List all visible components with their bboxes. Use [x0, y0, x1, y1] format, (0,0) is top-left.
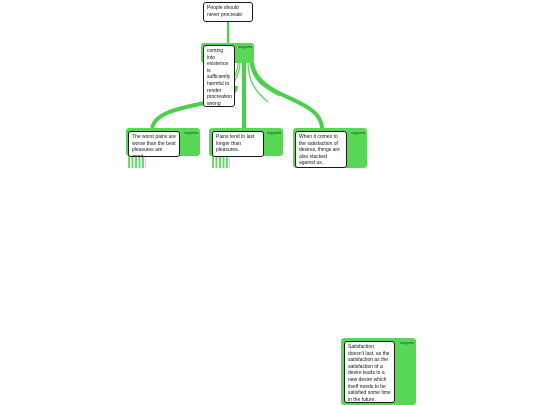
reason-fan-strand-3 — [247, 61, 269, 103]
root-claim-node[interactable]: People should never procreate — [203, 2, 253, 22]
premise-1-text: The worst pains are worse than the best … — [132, 134, 176, 157]
premise-3-text: When it comes to the satisfaction of des… — [299, 134, 340, 167]
orphan-support-tag: supports — [400, 341, 414, 345]
reason-fan-strand-4 — [249, 61, 281, 97]
premise-2-support-tag: supports — [267, 131, 281, 135]
premise-1-support-tag: supports — [184, 131, 198, 135]
premise-1-node[interactable]: The worst pains are worse than the best … — [128, 131, 180, 157]
reason-node[interactable]: coming into existence is sufficiently ha… — [203, 45, 235, 107]
orphan-text: Satisfaction doesn't last, as the satisf… — [348, 344, 391, 403]
root-claim-text: People should never procreate — [207, 5, 243, 18]
premise-2-text: Pains tend to last longer than pleasures… — [216, 134, 255, 154]
reason-support-tag: supports — [238, 45, 252, 49]
premise-2-stripes — [212, 156, 230, 168]
premise-2-node[interactable]: Pains tend to last longer than pleasures… — [212, 131, 264, 157]
premise-3-node[interactable]: When it comes to the satisfaction of des… — [295, 131, 347, 168]
premise-3-support-tag: supports — [351, 131, 365, 135]
connector-reason-premise-3 — [250, 61, 324, 129]
reason-text: coming into existence is sufficiently ha… — [207, 48, 233, 107]
orphan-node[interactable]: Satisfaction doesn't last, as the satisf… — [344, 341, 395, 403]
premise-1-stripes — [128, 156, 146, 168]
